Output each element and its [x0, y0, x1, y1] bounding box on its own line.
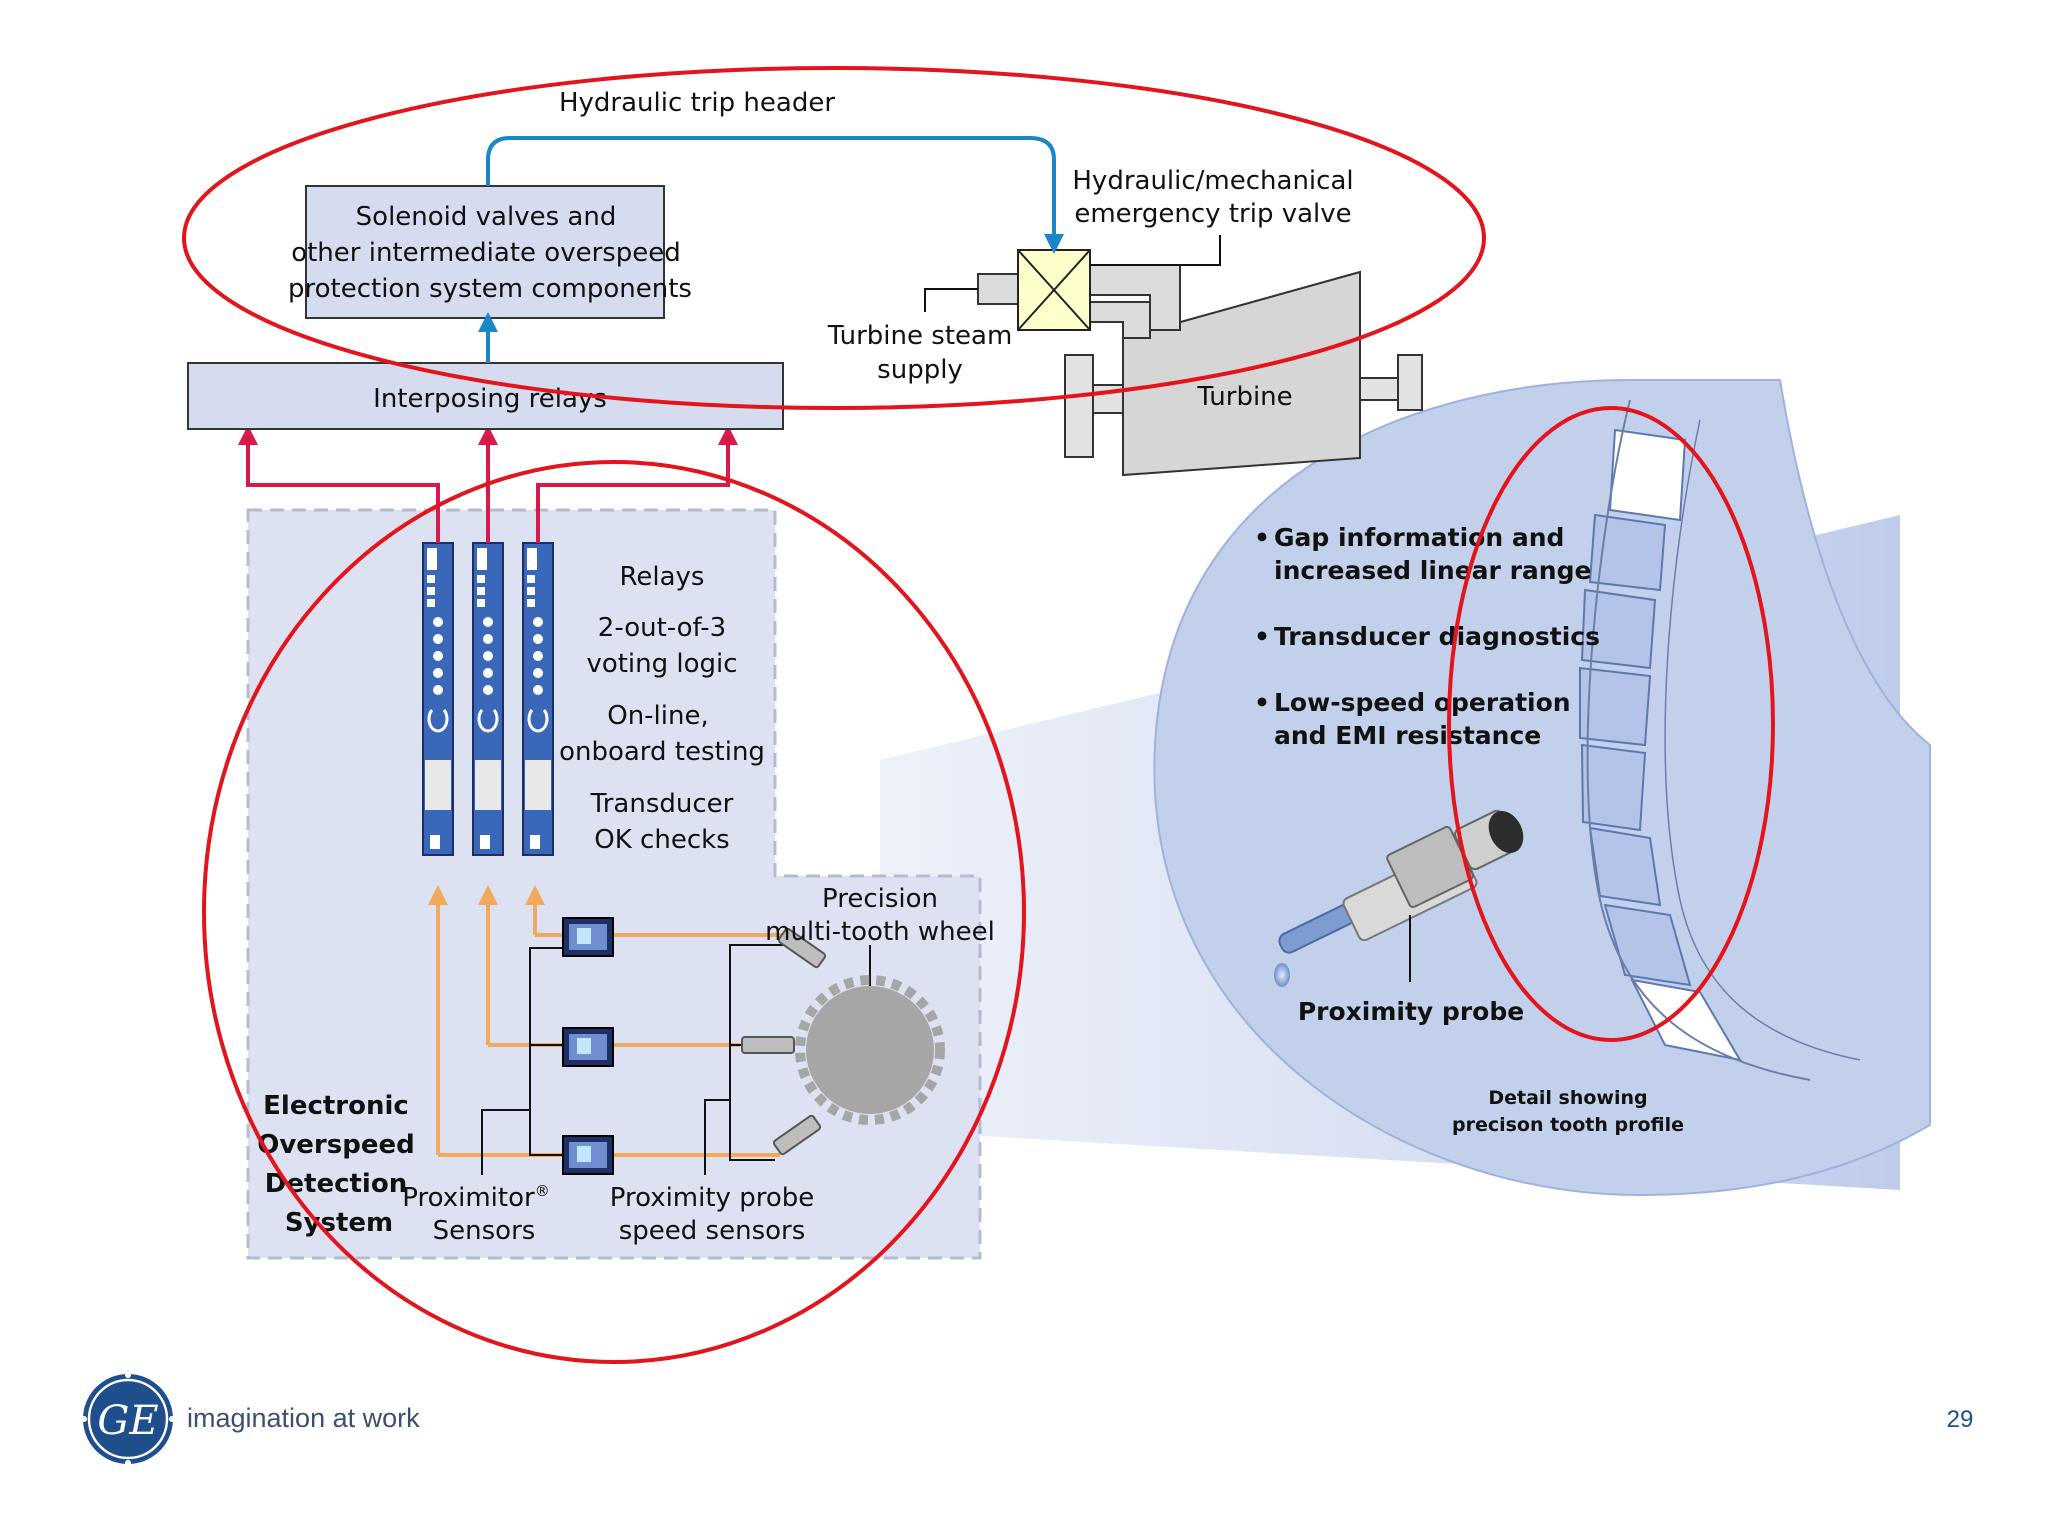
- multi-tooth-wheel: [795, 975, 945, 1125]
- relays-label: Relays: [620, 562, 705, 592]
- ge-logo-text: GE: [97, 1398, 158, 1444]
- speed-probe-1: [777, 927, 827, 969]
- proximity-probe-illustration: [1274, 809, 1524, 987]
- bullet-gap-line1: Gap information and: [1274, 523, 1564, 552]
- highlight-annotations: [182, 66, 1775, 1364]
- relay-module-3: [522, 542, 554, 856]
- trip-valve-label-line1: Hydraulic/mechanical: [1072, 166, 1353, 196]
- bullet-diagnostics: Transducer diagnostics: [1274, 622, 1600, 651]
- interposing-relays-label: Interposing relays: [373, 384, 607, 414]
- relay-module-1: [422, 542, 454, 856]
- steam-supply-line2: supply: [877, 355, 963, 385]
- relay-module-2: [472, 542, 504, 856]
- speed-sensors-line1: Proximity probe: [610, 1183, 814, 1213]
- solenoid-valves-box: [305, 185, 665, 319]
- ge-logo: GE: [81, 1372, 175, 1466]
- bullet-1-dot: •: [1254, 523, 1270, 552]
- testing-line2: onboard testing: [559, 737, 765, 767]
- bullet-3-dot: •: [1254, 688, 1270, 717]
- detail-rim-line: [1586, 399, 1811, 1081]
- steam-supply-line1: Turbine steam: [827, 321, 1013, 351]
- bullet-lowspeed-line2: and EMI resistance: [1274, 721, 1541, 750]
- emergency-trip-valve: [1017, 249, 1091, 331]
- relay-modules: [422, 542, 554, 856]
- bullet-gap-line2: increased linear range: [1274, 556, 1591, 585]
- speed-probe-3: [772, 1114, 822, 1156]
- eods-line4: System: [285, 1208, 393, 1238]
- highlight-ellipse-top: [182, 66, 1486, 410]
- trip-signal-lines: [238, 425, 738, 543]
- speed-probe-2: [741, 1036, 795, 1054]
- transducer-line2: OK checks: [594, 825, 729, 855]
- proximitor-sensor-2: [562, 1027, 614, 1067]
- page-number: 29: [1947, 1406, 1974, 1433]
- interposing-relays-bar: [187, 362, 784, 430]
- trip-valve-label-line2: emergency trip valve: [1074, 199, 1351, 229]
- detail-circle: [1153, 379, 1931, 1197]
- wheel-label-line2: multi-tooth wheel: [765, 917, 995, 947]
- detail-tooth-profile: [1579, 428, 1742, 1062]
- eods-line1: Electronic: [263, 1091, 409, 1121]
- solenoid-line2: other intermediate overspeed: [291, 238, 681, 268]
- transducer-line1: Transducer: [590, 789, 734, 819]
- hydraulic-trip-header-line: [486, 136, 1064, 254]
- eods-line2: Overspeed: [257, 1130, 414, 1160]
- sensors-label: Sensors: [433, 1216, 536, 1246]
- proximity-probe-label: Proximity probe: [1298, 997, 1524, 1026]
- detail-magnifier: • Gap information and increased linear r…: [880, 379, 1931, 1197]
- solenoid-line1: Solenoid valves and: [356, 202, 617, 232]
- speed-sensors-line2: speed sensors: [619, 1216, 806, 1246]
- detail-rim-line-outer: [1664, 419, 1861, 1061]
- turbine: [1064, 270, 1423, 477]
- proximitor-sensors: [562, 917, 614, 1175]
- voting-line1: 2-out-of-3: [598, 613, 726, 643]
- wheel-label-line1: Precision: [822, 884, 938, 914]
- proximitor-sensor-1: [562, 917, 614, 957]
- proximitor-sensor-3: [562, 1135, 614, 1175]
- hydraulic-trip-header-label: Hydraulic trip header: [559, 88, 835, 118]
- trip-valve-leader: [1090, 235, 1221, 266]
- voting-line2: voting logic: [586, 649, 737, 679]
- testing-line1: On-line,: [607, 701, 709, 731]
- bullet-2-dot: •: [1254, 622, 1270, 651]
- speed-probes: [741, 927, 827, 1156]
- proximitor-label: Proximitor®: [402, 1182, 549, 1213]
- steam-supply-leader: [924, 288, 978, 312]
- turbine-label: Turbine: [1196, 382, 1292, 412]
- bullet-lowspeed-line1: Low-speed operation: [1274, 688, 1571, 717]
- highlight-ellipse-detail: [1447, 406, 1775, 1042]
- detail-caption-line1: Detail showing: [1488, 1087, 1647, 1109]
- detail-caption-line2: precison tooth profile: [1452, 1114, 1684, 1136]
- highlight-ellipse-left: [202, 460, 1026, 1364]
- footer-tagline: imagination at work: [187, 1403, 420, 1433]
- solenoid-line3: protection system components: [288, 274, 692, 304]
